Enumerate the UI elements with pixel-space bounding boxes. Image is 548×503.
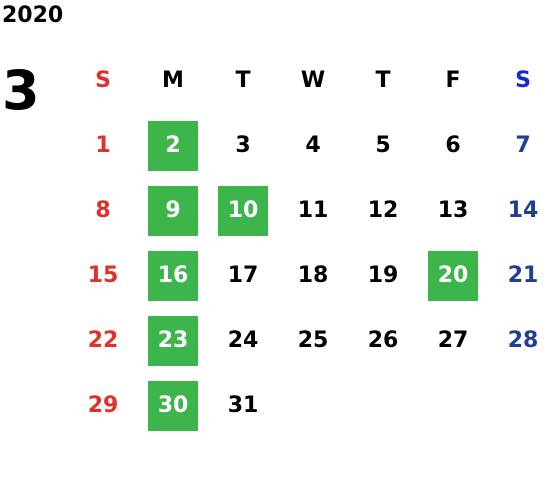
day-number: 6 [445,132,461,158]
day-cell[interactable]: 18 [278,243,348,308]
day-cell[interactable]: 29 [68,373,138,438]
weekday-label: W [300,67,326,93]
day-cell[interactable]: 21 [488,243,548,308]
day-number: 21 [507,262,539,288]
day-cell-highlighted[interactable]: 20 [418,243,488,308]
weekday-label: T [375,67,391,93]
day-number: 18 [297,262,329,288]
day-cell[interactable]: 8 [68,178,138,243]
day-cell[interactable]: 26 [348,308,418,373]
day-number: 28 [507,327,539,353]
weekday-header: W [278,48,348,113]
day-number: 7 [515,132,531,158]
weekday-header: T [348,48,418,113]
day-number: 16 [148,250,198,301]
day-number: 8 [95,197,111,223]
weekday-label: M [162,67,184,93]
day-number: 12 [367,197,399,223]
day-number: 23 [148,315,198,366]
weekday-header: S [68,48,138,113]
weekday-header: M [138,48,208,113]
day-number: 19 [367,262,399,288]
day-number: 5 [375,132,391,158]
day-number: 1 [95,132,111,158]
weekday-label: S [515,67,531,93]
day-number: 20 [428,250,478,301]
day-cell[interactable]: 14 [488,178,548,243]
day-cell[interactable]: 3 [208,113,278,178]
day-number: 9 [148,185,198,236]
day-cell-highlighted[interactable]: 16 [138,243,208,308]
day-cell-highlighted[interactable]: 23 [138,308,208,373]
day-cell[interactable]: 15 [68,243,138,308]
day-number: 14 [507,197,539,223]
day-number: 13 [437,197,469,223]
day-cell[interactable]: 5 [348,113,418,178]
day-cell[interactable]: 11 [278,178,348,243]
day-number: 27 [437,327,469,353]
day-number: 29 [87,392,119,418]
day-cell[interactable]: 19 [348,243,418,308]
day-number: 11 [297,197,329,223]
year-label: 2020 [2,3,64,28]
day-number: 4 [305,132,321,158]
day-number: 25 [297,327,329,353]
day-number: 24 [227,327,259,353]
day-cell[interactable]: 4 [278,113,348,178]
day-cell[interactable]: 1 [68,113,138,178]
day-cell[interactable]: 25 [278,308,348,373]
weekday-header: F [418,48,488,113]
day-cell[interactable]: 27 [418,308,488,373]
weekday-label: F [445,67,461,93]
day-number: 2 [148,120,198,171]
day-cell-highlighted[interactable]: 10 [208,178,278,243]
day-cell[interactable]: 12 [348,178,418,243]
day-cell[interactable]: 7 [488,113,548,178]
day-cell[interactable]: 13 [418,178,488,243]
weekday-header: T [208,48,278,113]
weekday-label: T [235,67,251,93]
day-cell-highlighted[interactable]: 30 [138,373,208,438]
day-number: 26 [367,327,399,353]
day-cell-highlighted[interactable]: 9 [138,178,208,243]
weekday-header: S [488,48,548,113]
day-number: 17 [227,262,259,288]
day-number: 31 [227,392,259,418]
day-number: 15 [87,262,119,288]
weekday-label: S [95,67,111,93]
day-number: 30 [148,380,198,431]
day-number: 10 [218,185,268,236]
day-number: 22 [87,327,119,353]
day-cell[interactable]: 22 [68,308,138,373]
day-cell-highlighted[interactable]: 2 [138,113,208,178]
day-cell[interactable]: 28 [488,308,548,373]
day-cell[interactable]: 31 [208,373,278,438]
day-cell[interactable]: 24 [208,308,278,373]
day-cell[interactable]: 17 [208,243,278,308]
day-number: 3 [235,132,251,158]
day-cell[interactable]: 6 [418,113,488,178]
month-label: 3 [2,59,40,122]
